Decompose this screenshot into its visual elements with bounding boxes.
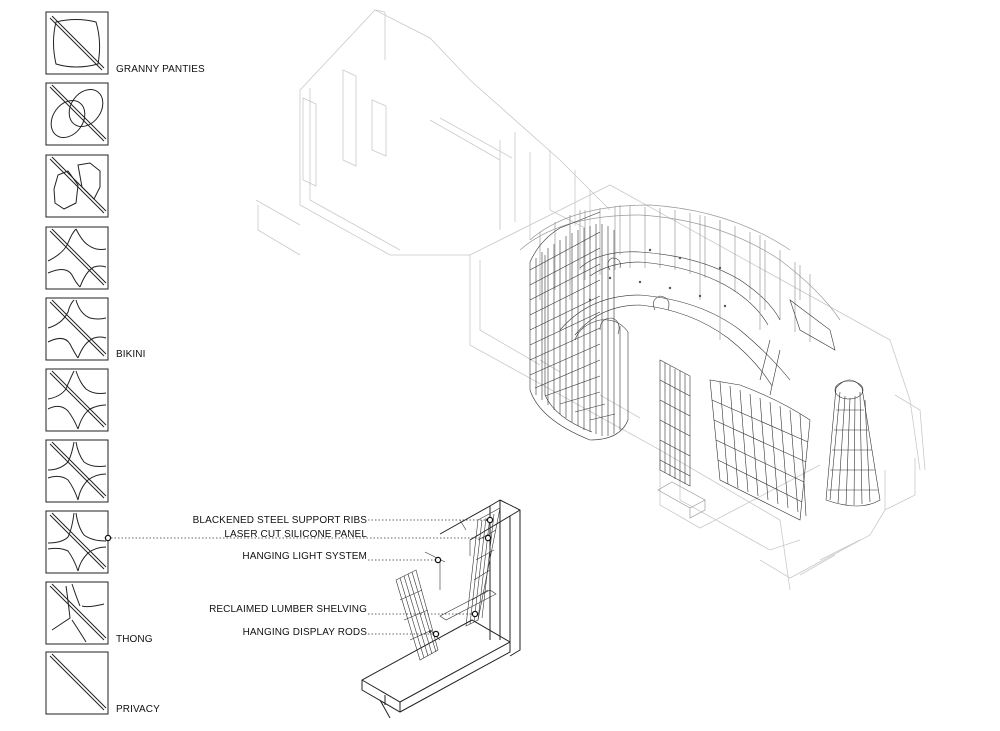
callout-panel-label: LASER CUT SILICONE PANEL — [224, 529, 367, 540]
center-panels — [659, 299, 836, 521]
wall-section-detail: BLACKENED STEEL SUPPORT RIBS LASER CUT S… — [193, 499, 521, 719]
bikini-cut-d-icon — [45, 439, 109, 503]
callout-light-label: HANGING LIGHT SYSTEM — [242, 551, 367, 562]
bikini-cut-b-icon — [45, 297, 109, 361]
thong-cut-icon — [45, 581, 109, 645]
bikini-cut-e-icon — [45, 510, 109, 574]
oval-cut-icon — [45, 82, 109, 146]
callout-panel: LASER CUT SILICONE PANEL — [224, 529, 492, 542]
curved-screen-left — [529, 211, 629, 441]
panel-pattern-column: GRANNY PANTIES BIKINI THONG PRIVACY — [45, 11, 486, 715]
label-bikini: BIKINI — [116, 349, 146, 360]
bikini-cut-a-icon — [45, 226, 109, 290]
granny-panties-icon — [45, 11, 109, 75]
cone-column — [825, 379, 881, 507]
callout-rods: HANGING DISPLAY RODS — [243, 627, 440, 638]
callout-ribs-label: BLACKENED STEEL SUPPORT RIBS — [193, 515, 368, 526]
callout-shelving-label: RECLAIMED LUMBER SHELVING — [209, 604, 367, 615]
hexagonal-cut-icon — [45, 154, 109, 218]
label-thong: THONG — [116, 634, 153, 645]
storefront-axonometric — [255, 9, 926, 591]
bikini-cut-c-icon — [45, 368, 109, 432]
leader-dot — [104, 534, 112, 542]
callout-ribs: BLACKENED STEEL SUPPORT RIBS — [193, 515, 494, 526]
label-privacy: PRIVACY — [116, 704, 160, 715]
label-granny-panties: GRANNY PANTIES — [116, 64, 205, 75]
callout-rods-label: HANGING DISPLAY RODS — [243, 627, 368, 638]
callout-shelving: RECLAIMED LUMBER SHELVING — [209, 604, 479, 618]
callout-light: HANGING LIGHT SYSTEM — [242, 551, 442, 564]
privacy-cut-icon — [45, 651, 109, 715]
